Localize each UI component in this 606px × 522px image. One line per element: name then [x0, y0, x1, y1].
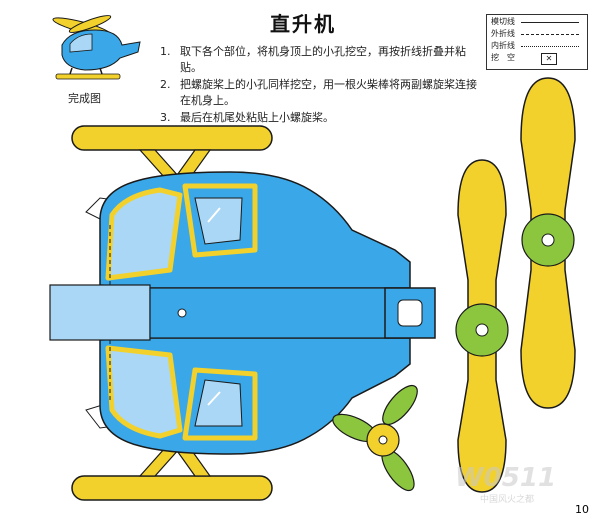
legend-hollow-mark: ✕ [541, 53, 557, 65]
instruction-list: 1. 取下各个部位，将机身顶上的小孔挖空，再按折线折叠并粘贴。 2. 把螺旋桨上的小… [160, 44, 480, 127]
legend-outer-fold-label: 外折线 [491, 29, 515, 38]
watermark-subtitle: 中国风火之都 [480, 495, 535, 505]
top-landing-skid [71, 125, 273, 179]
main-rotor-blade-left [455, 159, 509, 493]
bottom-landing-skid [71, 447, 273, 501]
page-number: 10 [575, 503, 589, 516]
page-title: 直升机 [270, 12, 336, 36]
legend-cut-label: 模切线 [491, 17, 515, 26]
main-rotor-blade-right [520, 77, 576, 409]
thumb-skid [55, 73, 121, 80]
instruction-text: 把螺旋桨上的小孔同样挖空，用一根火柴棒将两副螺旋桨连接在机身上。 [180, 78, 477, 107]
instruction-text: 最后在机尾处粘贴上小螺旋桨。 [180, 111, 334, 124]
legend-outer-fold-line [521, 34, 579, 35]
fuselage-net [49, 171, 436, 455]
legend-hollow-label: 挖 空 [491, 53, 515, 62]
legend-inner-fold-line [521, 46, 579, 47]
instruction-item: 1. 取下各个部位，将机身顶上的小孔挖空，再按折线折叠并粘贴。 [160, 44, 480, 76]
instruction-number: 2. [160, 78, 171, 91]
legend-inner-fold-label: 内折线 [491, 41, 515, 50]
finished-caption: 完成图 [68, 92, 101, 105]
watermark-logo: W0511 [455, 463, 557, 493]
instruction-number: 1. [160, 45, 171, 58]
instruction-item: 3. 最后在机尾处粘贴上小螺旋桨。 [160, 110, 480, 126]
thumb-window [69, 33, 93, 53]
legend-cut-line [521, 22, 579, 23]
finished-helicopter-thumbnail [52, 15, 141, 80]
tail-rotor [332, 384, 418, 492]
line-legend: 模切线 外折线 内折线 挖 空 ✕ [486, 14, 588, 70]
instruction-item: 2. 把螺旋桨上的小孔同样挖空，用一根火柴棒将两副螺旋桨连接在机身上。 [160, 77, 480, 109]
instruction-text: 取下各个部位，将机身顶上的小孔挖空，再按折线折叠并粘贴。 [180, 45, 466, 74]
instruction-number: 3. [160, 111, 171, 124]
